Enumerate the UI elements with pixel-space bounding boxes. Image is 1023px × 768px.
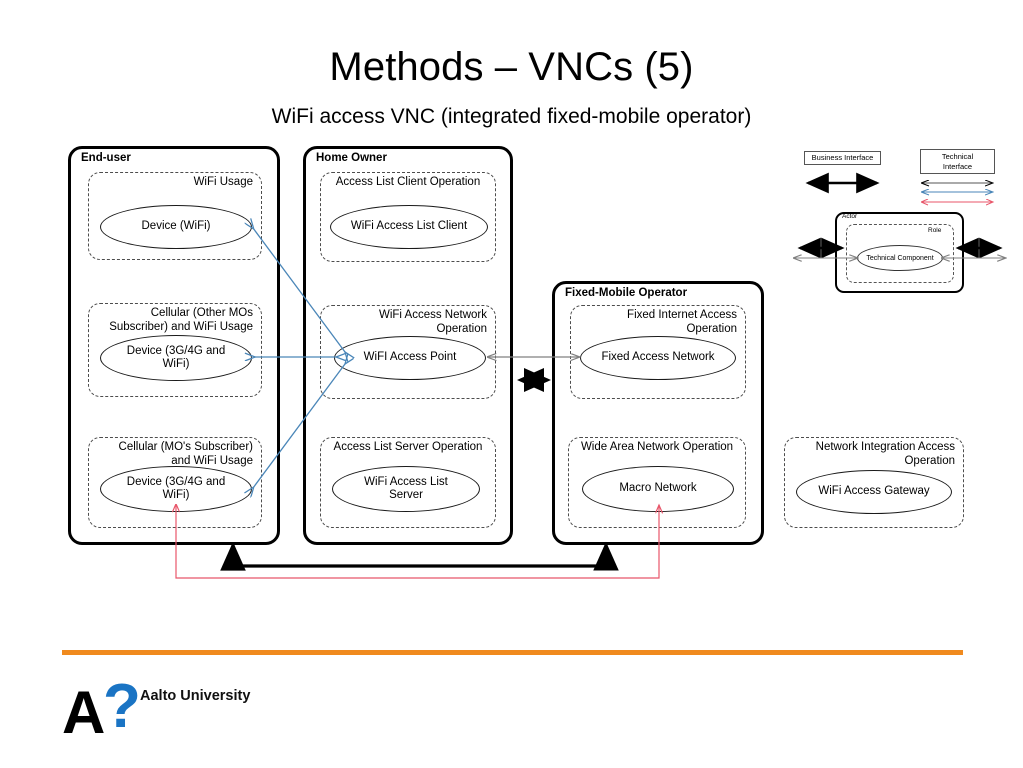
role-label-cellular-other-mos: Cellular (Other MOs Subscriber) and WiFi… — [109, 307, 253, 333]
component-device-3g4g-wifi-b[interactable]: Device (3G/4G and WiFi) — [100, 466, 252, 512]
role-label-wifi-usage: WiFi Usage — [193, 176, 253, 188]
component-device-wifi[interactable]: Device (WiFi) — [100, 205, 252, 249]
component-wifi-access-list-server[interactable]: WiFi Access List Server — [332, 466, 480, 512]
role-label-access-list-client-operation: Access List Client Operation — [335, 176, 481, 188]
role-fixed-internet-access-operation[interactable]: Fixed Internet Access Operation — [570, 305, 746, 399]
aalto-university-label: Aalto University — [140, 688, 251, 704]
aalto-logo-a: A — [62, 679, 106, 746]
component-wifi-access-gateway[interactable]: WiFi Access Gateway — [796, 470, 952, 514]
component-macro-network[interactable]: Macro Network — [582, 466, 734, 512]
component-fixed-access-network[interactable]: Fixed Access Network — [580, 336, 736, 380]
legend-technical-component-ellipse: Technical Component — [857, 245, 943, 271]
actor-label-home-owner: Home Owner — [314, 152, 389, 164]
legend-technical-interface-box: Technical Interface — [920, 149, 995, 174]
page-title: Methods – VNCs (5) — [329, 45, 694, 89]
legend-role-label: Role — [928, 227, 942, 234]
role-access-list-client-operation[interactable]: Access List Client Operation — [320, 172, 496, 262]
legend-business-interface-box: Business Interface — [804, 151, 881, 165]
role-wifi-usage[interactable]: WiFi Usage — [88, 172, 262, 260]
page-subtitle: WiFi access VNC (integrated fixed-mobile… — [271, 105, 752, 128]
aalto-logo-question: ? — [103, 672, 141, 741]
role-label-cellular-mos-subscriber: Cellular (MO's Subscriber) and WiFi Usag… — [118, 441, 253, 467]
legend-actor-label: Actor — [842, 213, 858, 220]
footer-divider — [62, 650, 963, 655]
legend-role-box — [846, 224, 954, 283]
role-label-wide-area-network-operation: Wide Area Network Operation — [580, 441, 734, 453]
role-label-wifi-access-network-operation: WiFi Access Network Operation — [379, 309, 487, 335]
component-device-3g4g-wifi-a[interactable]: Device (3G/4G and WiFi) — [100, 335, 252, 381]
actor-label-end-user: End-user — [79, 152, 133, 164]
component-wifi-access-point[interactable]: WiFI Access Point — [334, 336, 486, 380]
component-wifi-access-list-client[interactable]: WiFi Access List Client — [330, 205, 488, 249]
role-label-network-integration-access-operation: Network Integration Access Operation — [815, 441, 955, 467]
actor-label-fixed-mobile-operator: Fixed-Mobile Operator — [563, 287, 690, 299]
role-label-fixed-internet-access-operation: Fixed Internet Access Operation — [627, 309, 737, 335]
role-label-access-list-server-operation: Access List Server Operation — [333, 441, 483, 453]
role-network-integration-access-operation[interactable]: Network Integration Access Operation — [784, 437, 964, 528]
connector-business-enduser-operator — [220, 541, 619, 571]
